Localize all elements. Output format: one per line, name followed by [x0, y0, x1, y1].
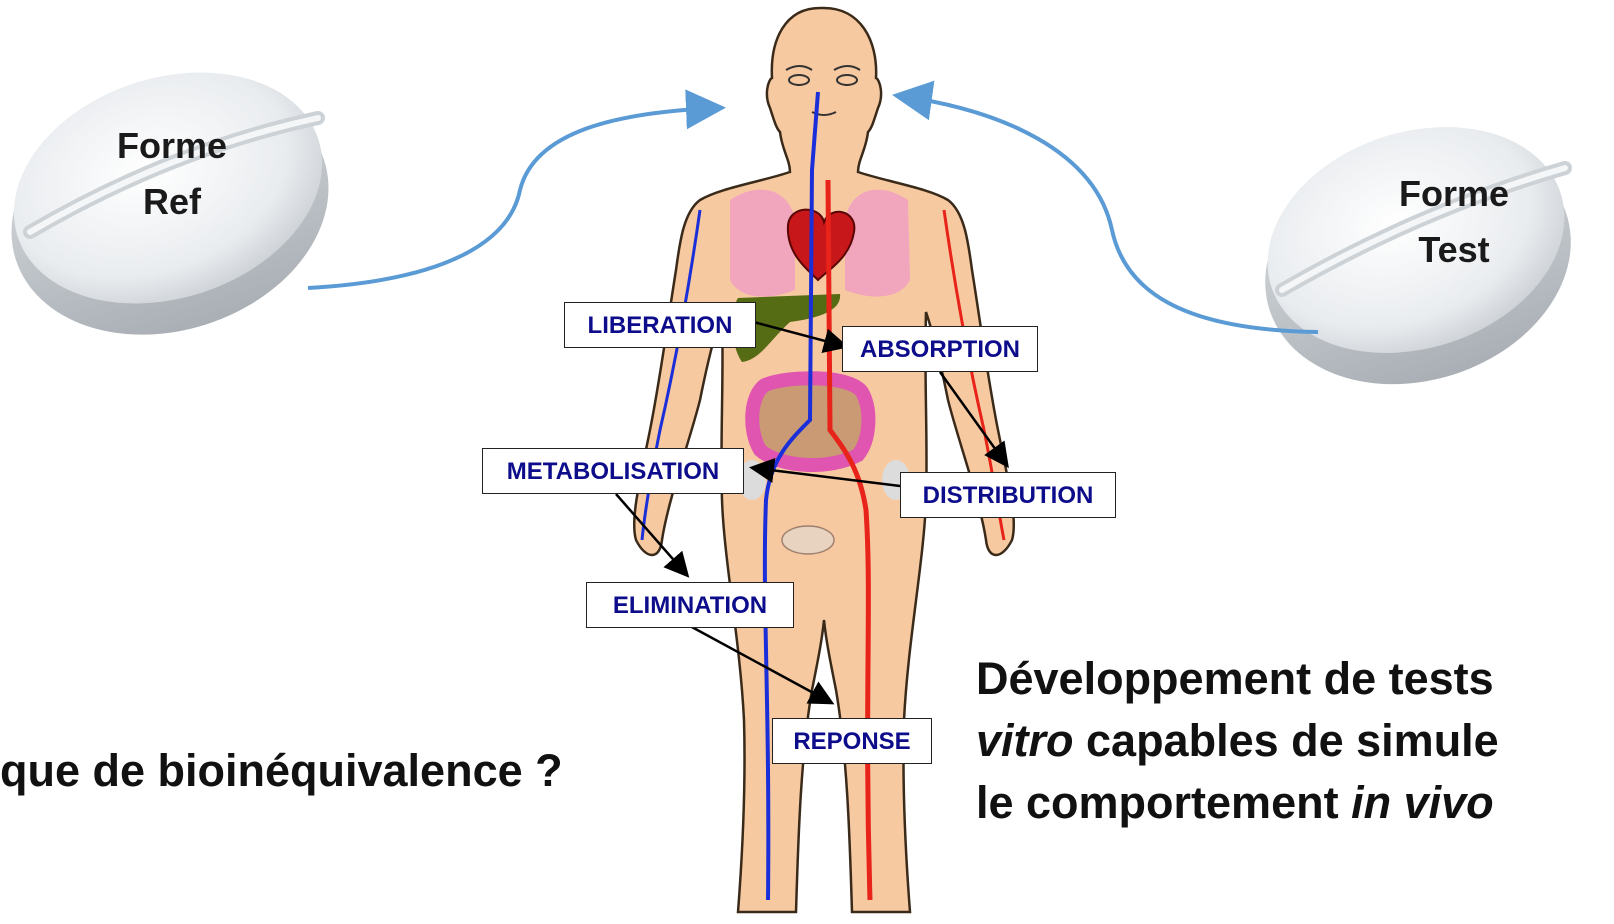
stage-reponse: REPONSE	[772, 718, 932, 764]
stage-elimination: ELIMINATION	[586, 582, 794, 628]
right-caption-line2-rest: capables de simule	[1074, 715, 1499, 766]
tablet-test-line1: Forme	[1374, 166, 1534, 222]
left-caption: que de bioinéquivalence ?	[0, 740, 563, 802]
tablet-test-label: Forme Test	[1374, 166, 1534, 278]
tablet-ref-label: Forme Ref	[92, 118, 252, 230]
right-caption-line2: vitro capables de simule	[976, 710, 1499, 772]
stage-liberation: LIBERATION	[564, 302, 756, 348]
right-caption-line3-start: le comportement	[976, 777, 1351, 828]
tablet-test-line2: Test	[1374, 222, 1534, 278]
right-caption-vitro: vitro	[976, 715, 1074, 766]
arrow-ref-to-body	[308, 108, 718, 288]
right-caption-line3: le comportement in vivo	[976, 772, 1499, 834]
stage-absorption: ABSORPTION	[842, 326, 1038, 372]
tablet-ref-line1: Forme	[92, 118, 252, 174]
right-caption-line1: Développement de tests	[976, 648, 1499, 710]
stage-distribution: DISTRIBUTION	[900, 472, 1116, 518]
right-caption: Développement de tests vitro capables de…	[976, 648, 1499, 834]
stage-metabolisation: METABOLISATION	[482, 448, 744, 494]
tablet-ref-line2: Ref	[92, 174, 252, 230]
right-caption-in-vivo: in vivo	[1351, 777, 1494, 828]
